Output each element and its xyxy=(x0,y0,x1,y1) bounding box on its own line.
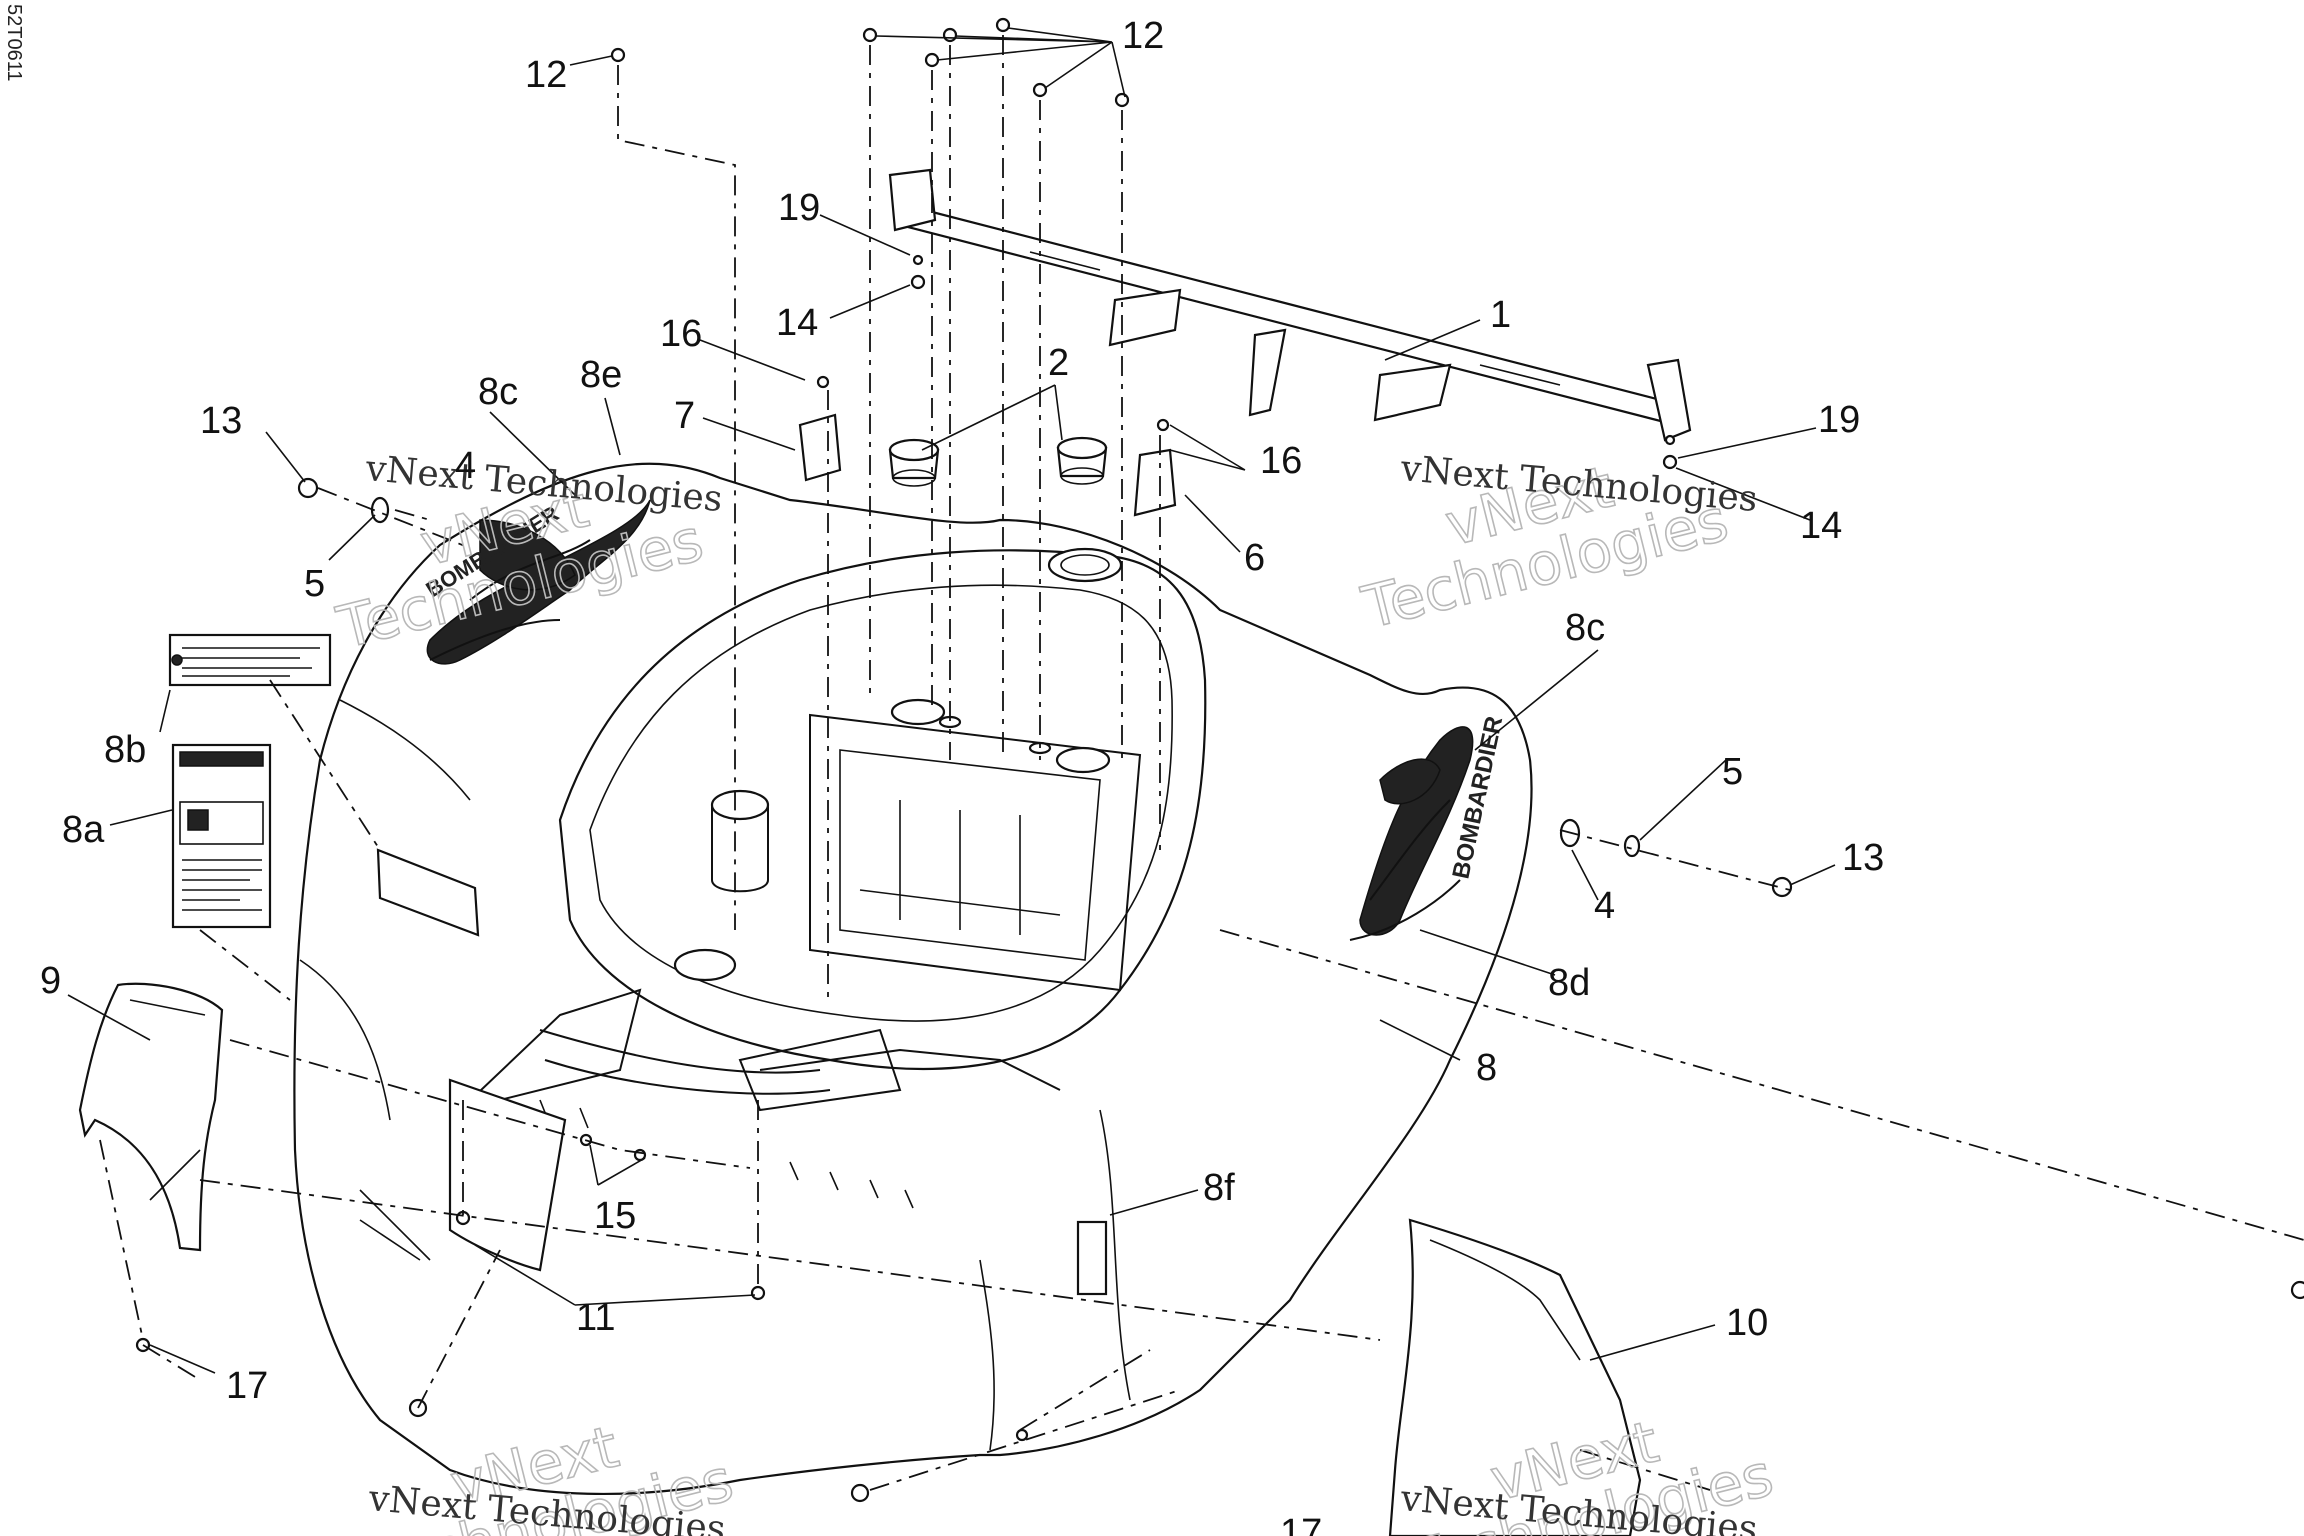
label-8e: 8e xyxy=(580,354,622,396)
grille-panel-11 xyxy=(448,1078,567,1272)
decal-8c-right xyxy=(1349,726,1474,941)
callout-label: 16 xyxy=(1260,440,1302,482)
label-8: 8 xyxy=(1476,1047,1497,1089)
label-4-right: 4 xyxy=(1594,885,1615,927)
callout-label: 2 xyxy=(1048,342,1069,384)
label-8a: 8a xyxy=(62,809,105,851)
rear-rack-bar xyxy=(888,168,1692,442)
decal-8c-left xyxy=(426,499,651,665)
callout-label: 19 xyxy=(778,187,820,229)
leader-lines xyxy=(67,27,1836,1374)
callout-label: 12 xyxy=(1122,15,1164,57)
label-8f: 8f xyxy=(1203,1167,1235,1209)
label-5-right: 5 xyxy=(1722,751,1743,793)
label-11: 11 xyxy=(576,1297,615,1339)
decal-8a-warning xyxy=(171,743,272,929)
label-17-bottom: 17 xyxy=(1280,1512,1322,1536)
callout-label: 7 xyxy=(674,395,695,437)
front-body-fender xyxy=(293,462,1533,1496)
clip-7 xyxy=(798,413,842,482)
side-panel-10 xyxy=(1388,1218,1642,1536)
label-8c-left: 8c xyxy=(478,371,518,413)
assembly-lines xyxy=(99,35,2304,1491)
clip-6 xyxy=(1133,448,1177,517)
label-8b: 8b xyxy=(104,729,146,771)
label-8c-right: 8c xyxy=(1565,607,1605,649)
label-5-left: 5 xyxy=(304,563,325,605)
callout-label: 1 xyxy=(1490,294,1511,336)
decal-8b-label xyxy=(168,633,332,687)
callout-label: 16 xyxy=(660,313,702,355)
grommet-left xyxy=(888,438,940,487)
callout-label: 14 xyxy=(776,302,818,344)
side-panel-9 xyxy=(78,982,224,1252)
callout-label: 19 xyxy=(1818,399,1860,441)
grommet-right xyxy=(1056,436,1108,485)
label-8d: 8d xyxy=(1548,962,1590,1004)
callout-label: 13 xyxy=(200,400,242,442)
label-13-right: 13 xyxy=(1842,837,1884,879)
callout-label: 12 xyxy=(525,54,567,96)
label-10: 10 xyxy=(1726,1302,1768,1344)
callout-label: 14 xyxy=(1800,505,1842,547)
label-15: 15 xyxy=(594,1195,636,1237)
callout-label: 6 xyxy=(1244,537,1265,579)
drawing-code: 52T0611 xyxy=(3,4,25,81)
callout-labels-b: 8c 8e 4 5 8b 8a 8c 5 13 4 8d 8 8f 10 9 1… xyxy=(40,354,1884,1536)
label-9: 9 xyxy=(40,960,61,1002)
label-4-left: 4 xyxy=(455,445,476,487)
callout-labels: 12 12 1 2 19 14 16 7 16 6 19 14 13 xyxy=(200,15,1860,579)
label-17-left: 17 xyxy=(226,1365,268,1407)
